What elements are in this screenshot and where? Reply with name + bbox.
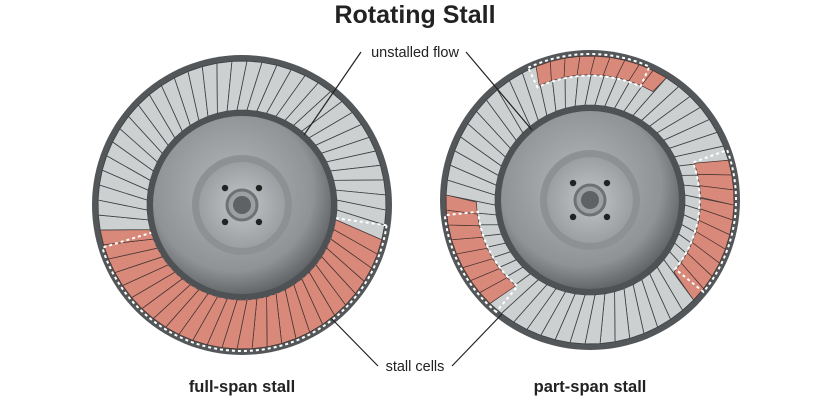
hub-bore: [581, 191, 599, 209]
stall-cell-segment: [699, 185, 735, 206]
hub-bolts: [569, 179, 611, 221]
stall-cells-leader-left: [330, 317, 379, 367]
full-span-stall-caption: full-span stall: [189, 378, 295, 396]
stall-cells-label: stall cells: [386, 359, 445, 375]
unstalled-flow-label: unstalled flow: [371, 45, 459, 61]
stall-cell-segment: [447, 224, 484, 241]
stall-cell-boundary: [443, 53, 737, 314]
hub-bolt: [569, 213, 577, 221]
blade-row: [445, 55, 735, 345]
hub-bolt: [221, 184, 229, 192]
hub-bolt: [255, 184, 263, 192]
diagram-title: Rotating Stall: [334, 1, 495, 29]
full-span-stall-rotor: [92, 55, 392, 355]
hub-bore: [233, 196, 251, 214]
blade-row: [97, 60, 387, 350]
hub-bolt: [603, 179, 611, 187]
hub-bolt: [255, 218, 263, 226]
part-span-stall-rotor: [440, 50, 740, 350]
hub-bolt: [569, 179, 577, 187]
unstalled-flow-leader-right: [465, 51, 533, 131]
stall-cell-segment: [549, 57, 566, 82]
hub-bolts: [221, 184, 263, 226]
stall-cell-segment: [693, 159, 733, 176]
stall-cells-leader-right: [451, 313, 503, 367]
leader-lines: [303, 51, 533, 367]
hub-bolt: [603, 213, 611, 221]
hub-bolt: [221, 218, 229, 226]
part-span-stall-caption: part-span stall: [534, 378, 647, 396]
unstalled-flow-leader-left: [303, 51, 362, 136]
